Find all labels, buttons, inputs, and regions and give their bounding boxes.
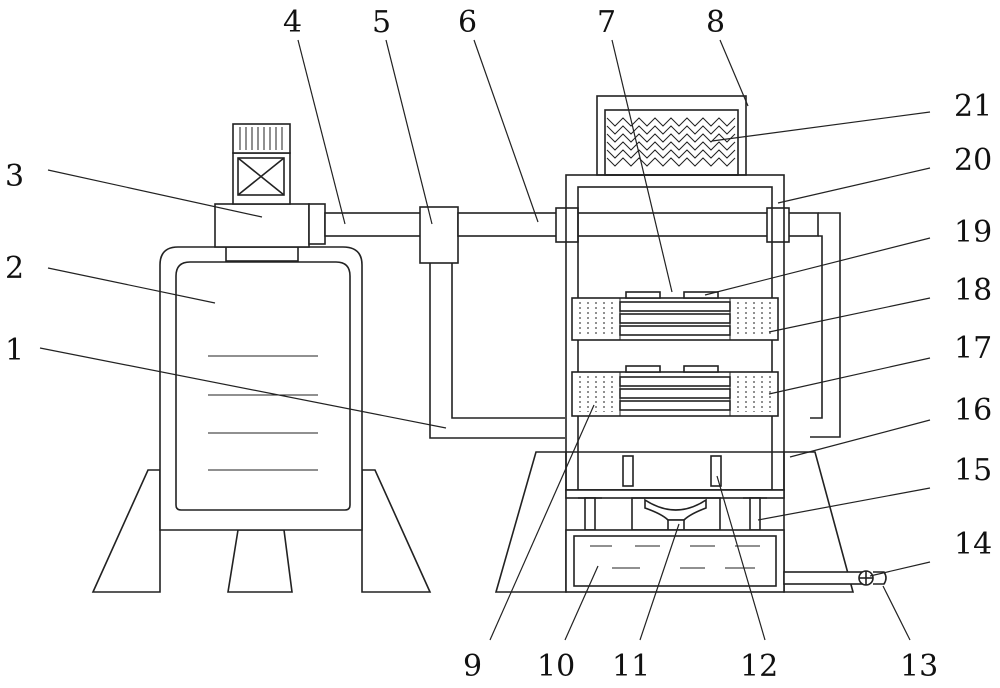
pump-housing [214,203,310,248]
callout-labels: 1 2 3 4 5 6 7 8 9 10 11 12 13 14 15 16 1… [5,5,992,684]
tray-clip [625,291,661,299]
deflector-post [710,455,722,487]
label-10: 10 [537,649,575,684]
tray-clip [625,365,661,373]
label-2: 2 [5,251,24,286]
machine-leg-right [783,451,855,593]
left-tank-leg-center [227,529,293,593]
tank-body-inner [175,261,351,511]
tray-clip [683,291,719,299]
support-column [749,497,761,531]
label-19: 19 [954,215,992,250]
pipe-flange [555,207,579,243]
tank-neck [225,246,299,262]
label-8: 8 [706,5,725,40]
label-18: 18 [954,273,992,308]
base-plate [565,489,785,499]
pipe-6 [457,212,819,237]
return-pipe [429,263,565,439]
right-loop-pipe [810,212,841,438]
support-column [584,497,596,531]
left-tank-leg-right [361,469,432,593]
lower-tray [571,365,779,417]
tank-body-outer [159,246,363,531]
label-21: 21 [954,89,992,124]
label-4: 4 [283,5,302,40]
label-5: 5 [372,5,391,40]
spray-stem [667,519,685,531]
right-loop-pipe-inner [810,235,823,419]
leader-lines [39,39,931,641]
right-machine [494,95,887,593]
spray-head [644,498,707,521]
upper-tray [571,291,779,341]
collection-tank-outer [565,529,785,593]
label-15: 15 [954,453,992,488]
machine-leg-left [494,451,567,593]
label-16: 16 [954,393,992,428]
pump-outlet-flange [308,203,326,245]
tray-clip [683,365,719,373]
label-20: 20 [954,143,992,178]
label-9: 9 [463,649,482,684]
motor-fan-fins [239,127,283,150]
label-11: 11 [612,649,650,684]
deflector-post [622,455,634,487]
drain-outlet [873,571,887,585]
label-14: 14 [954,527,992,562]
label-7: 7 [597,5,616,40]
drain-pipe [783,571,865,585]
motor-inner-box [237,157,285,196]
motor-fan-cap [232,123,291,154]
label-13: 13 [900,649,938,684]
tee-fitting [419,206,459,264]
pipe-flange [766,207,790,243]
tank-liquid-lines [590,545,760,569]
left-tank-assembly [91,123,432,593]
label-17: 17 [954,331,992,366]
label-12: 12 [740,649,778,684]
filter-mesh [606,117,736,167]
label-1: 1 [5,333,24,368]
return-pipe-inner [451,263,565,419]
label-6: 6 [458,5,477,40]
motor-cross [237,157,285,196]
pipe-4 [324,212,423,237]
left-tank-leg-left [91,469,161,593]
label-3: 3 [5,159,24,194]
